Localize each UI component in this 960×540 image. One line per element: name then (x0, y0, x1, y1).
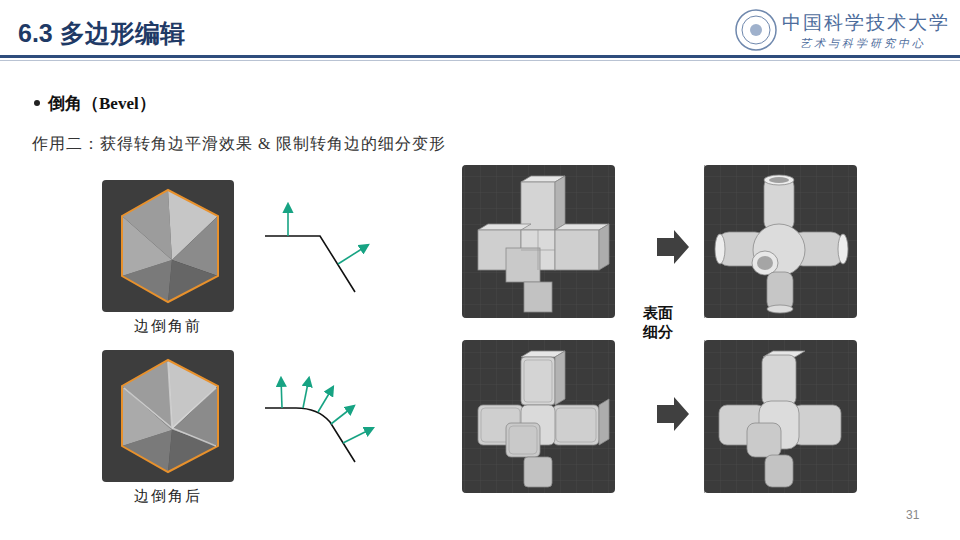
image-caption: 边倒角前 (102, 317, 234, 336)
slide-title: 6.3 多边形编辑 (18, 17, 185, 50)
subtitle: 作用二：获得转角边平滑效果 & 限制转角边的细分变形 (32, 134, 446, 155)
logo-subtext: 艺术与科学研究中心 (800, 36, 926, 51)
bullet-heading: 倒角（Bevel） (48, 92, 156, 115)
arrow-label: 表面 细分 (638, 304, 678, 342)
page-number: 31 (906, 508, 919, 522)
image-caption: 边倒角后 (102, 487, 234, 506)
logo-text: 中国科学技术大学 (782, 10, 950, 36)
